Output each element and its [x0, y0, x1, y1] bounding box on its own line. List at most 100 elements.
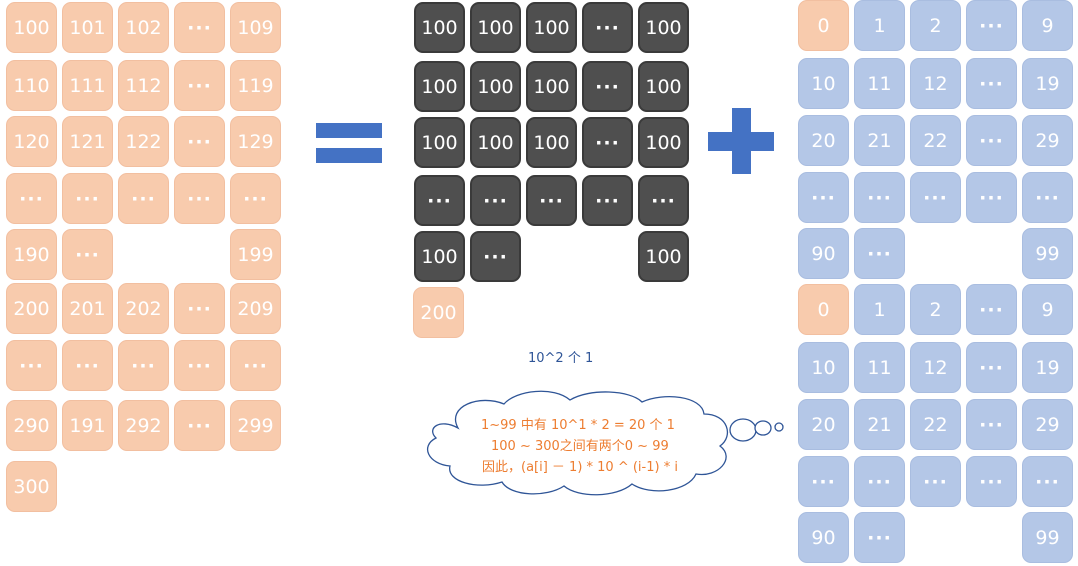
remainder-bottom-tile: 21 [854, 399, 905, 450]
left-number-tile: ··· [62, 229, 113, 280]
left-number-tile: ··· [174, 173, 225, 224]
left-number-tile: ··· [174, 60, 225, 111]
remainder-top-tile: 9 [1022, 0, 1073, 51]
left-number-tile: 129 [230, 116, 281, 167]
remainder-bottom-tile: 99 [1022, 512, 1073, 563]
hundred-tile: ··· [638, 175, 689, 226]
left-number-tile: 202 [118, 283, 169, 334]
remainder-top-tile: 99 [1022, 228, 1073, 279]
note-line-1: 1~99 中有 10^1 * 2 = 20 个 1 [481, 418, 675, 433]
remainder-top-tile: ··· [966, 58, 1017, 109]
left-number-tile: ··· [174, 340, 225, 391]
hundred-tile: 100 [470, 61, 521, 112]
hundred-tile: 100 [414, 117, 465, 168]
remainder-bottom-tile: ··· [966, 399, 1017, 450]
left-number-tile: 112 [118, 60, 169, 111]
hundred-tile: 100 [414, 2, 465, 53]
remainder-bottom-tile: ··· [966, 456, 1017, 507]
left-number-tile: ··· [62, 340, 113, 391]
hundred-tile: 100 [470, 117, 521, 168]
hundred-tile: 100 [470, 2, 521, 53]
remainder-bottom-tile: 9 [1022, 284, 1073, 335]
remainder-top-tile: 0 [798, 0, 849, 51]
note-line-3: 因此，(a[i] － 1) * 10 ^ (i-1) * i [482, 460, 678, 475]
hundred-tile: 100 [526, 117, 577, 168]
left-number-tile: 190 [6, 229, 57, 280]
remainder-top-tile: 29 [1022, 115, 1073, 166]
hundred-tile: ··· [470, 175, 521, 226]
remainder-top-tile: ··· [798, 172, 849, 223]
hundred-tile: ··· [582, 175, 633, 226]
left-number-tile: ··· [174, 283, 225, 334]
hundred-extra-tile: 200 [413, 287, 464, 338]
left-number-tile: ··· [118, 340, 169, 391]
remainder-bottom-tile: ··· [798, 456, 849, 507]
left-number-tile: 292 [118, 400, 169, 451]
hundred-tile: 100 [638, 231, 689, 282]
left-number-tile: 100 [6, 2, 57, 53]
remainder-bottom-tile: 22 [910, 399, 961, 450]
left-number-tile: 122 [118, 116, 169, 167]
remainder-top-tile: ··· [854, 228, 905, 279]
left-number-tile: ··· [6, 340, 57, 391]
remainder-bottom-tile: 0 [798, 284, 849, 335]
remainder-top-tile: 22 [910, 115, 961, 166]
hundred-tile: 100 [638, 61, 689, 112]
hundred-tile: 100 [638, 2, 689, 53]
remainder-bottom-tile: 19 [1022, 342, 1073, 393]
remainder-top-tile: 21 [854, 115, 905, 166]
remainder-top-tile: ··· [854, 172, 905, 223]
remainder-top-tile: ··· [966, 172, 1017, 223]
left-number-tile: 290 [6, 400, 57, 451]
left-number-tile: 300 [6, 461, 57, 512]
remainder-bottom-tile: ··· [910, 456, 961, 507]
remainder-top-tile: ··· [1022, 172, 1073, 223]
hundred-tile: ··· [414, 175, 465, 226]
remainder-top-tile: ··· [966, 0, 1017, 51]
hundred-tile: 100 [526, 61, 577, 112]
hundred-tile: 100 [414, 231, 465, 282]
remainder-bottom-tile: 12 [910, 342, 961, 393]
remainder-bottom-tile: 1 [854, 284, 905, 335]
left-number-tile: 119 [230, 60, 281, 111]
hundred-tile: ··· [470, 231, 521, 282]
left-number-tile: 191 [62, 400, 113, 451]
remainder-bottom-tile: 90 [798, 512, 849, 563]
left-number-tile: 209 [230, 283, 281, 334]
remainder-bottom-tile: 2 [910, 284, 961, 335]
thought-bubble [426, 390, 784, 496]
remainder-top-tile: ··· [966, 115, 1017, 166]
remainder-top-tile: 12 [910, 58, 961, 109]
remainder-top-tile: 90 [798, 228, 849, 279]
remainder-bottom-tile: 10 [798, 342, 849, 393]
left-number-tile: ··· [118, 173, 169, 224]
left-number-tile: ··· [230, 340, 281, 391]
equals-bar-bottom [316, 148, 382, 163]
remainder-bottom-tile: 11 [854, 342, 905, 393]
hundred-tile: 100 [638, 117, 689, 168]
plus-bar-vertical [732, 108, 751, 174]
left-number-tile: ··· [174, 2, 225, 53]
remainder-bottom-tile: ··· [966, 342, 1017, 393]
left-number-tile: ··· [230, 173, 281, 224]
remainder-bottom-tile: ··· [966, 284, 1017, 335]
remainder-bottom-tile: 29 [1022, 399, 1073, 450]
left-number-tile: ··· [62, 173, 113, 224]
left-number-tile: 110 [6, 60, 57, 111]
left-number-tile: ··· [6, 173, 57, 224]
remainder-bottom-tile: 20 [798, 399, 849, 450]
left-number-tile: ··· [174, 116, 225, 167]
count-caption: 10^2 个 1 [528, 351, 594, 366]
hundred-tile: ··· [582, 117, 633, 168]
remainder-top-tile: 19 [1022, 58, 1073, 109]
left-number-tile: ··· [174, 400, 225, 451]
left-number-tile: 101 [62, 2, 113, 53]
remainder-bottom-tile: ··· [854, 512, 905, 563]
hundred-tile: ··· [526, 175, 577, 226]
left-number-tile: 109 [230, 2, 281, 53]
left-number-tile: 199 [230, 229, 281, 280]
left-number-tile: 200 [6, 283, 57, 334]
remainder-top-tile: 1 [854, 0, 905, 51]
remainder-top-tile: 10 [798, 58, 849, 109]
hundred-tile: 100 [526, 2, 577, 53]
